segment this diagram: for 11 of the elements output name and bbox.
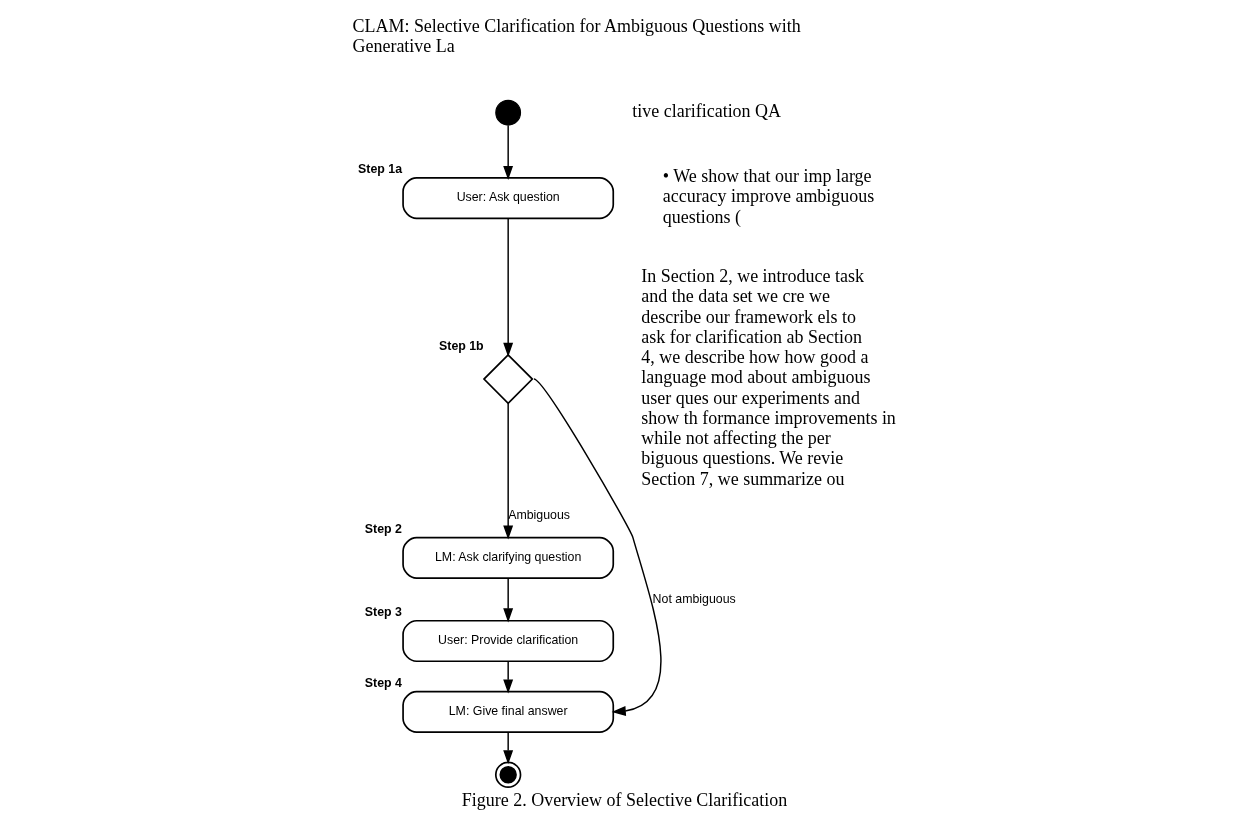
node-label: Step 1b — [439, 339, 484, 354]
caption: Figure 2. Overview of Selective Clarification — [461, 789, 788, 810]
node-label: Step 3 — [364, 605, 402, 620]
label: • We show that our imp large accuracy improve ambiguous questions ( — [662, 166, 875, 227]
label: tive clarification QA — [632, 100, 782, 121]
node-label: Step 1a — [358, 162, 403, 177]
node-label: Step 2 — [364, 521, 402, 536]
label: In Section 2, we introduce task and the data set we cre we describe our framework els to ask for clarification ab Section 4, we describe how how good a language mod about ambiguous user ques our experiments and show th formance improvements in while not affecting the per biguous questions. We revie Section 7, we summarize ou — [641, 266, 896, 489]
node-label: Step 4 — [364, 675, 402, 690]
edge-label: Not ambiguous — [652, 591, 736, 606]
label: CLAM: Selective Clarification for Ambiguous Questions with Generative La — [352, 15, 801, 56]
